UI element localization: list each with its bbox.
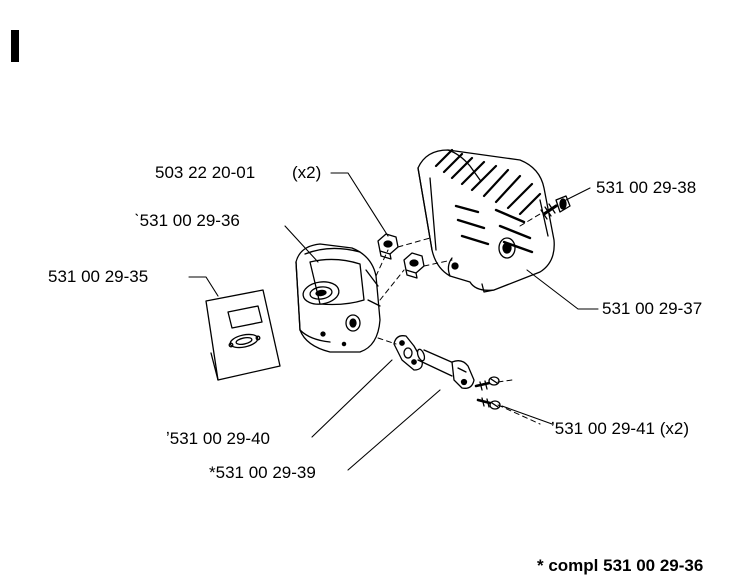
label-531-00-29-38: 531 00 29-38 [596, 178, 697, 197]
footer-note: * compl 531 00 29-36 [537, 556, 704, 575]
label-531-00-29-35: 531 00 29-35 [48, 267, 149, 286]
gasket-plate [205, 289, 281, 381]
screw-pipe-upper [474, 376, 500, 391]
leader-lines [188, 172, 599, 471]
muffler-cover [417, 148, 555, 293]
exhaust-pipe [416, 348, 475, 389]
label-531-00-29-37: 531 00 29-37 [602, 299, 703, 318]
label-531-00-29-36: ˋ531 00 29-36 [134, 211, 240, 230]
label-531-00-29-41: ʼ531 00 29-41 (x2) [551, 419, 689, 438]
screw-cover [540, 195, 571, 220]
label-503-22-20-01-qty: (x2) [292, 163, 322, 182]
label-531-00-29-40: ʼ531 00 29-40 [166, 429, 270, 448]
nut-lower [403, 252, 425, 279]
screw-pipe-lower [476, 397, 501, 410]
label-503-22-20-01: 503 22 20-01 [155, 163, 256, 182]
assembly-lines [375, 213, 541, 425]
muffler-body [295, 243, 381, 353]
nut-upper [377, 233, 399, 260]
label-531-00-29-39: *531 00 29-39 [209, 463, 316, 482]
section-marker [11, 30, 19, 62]
